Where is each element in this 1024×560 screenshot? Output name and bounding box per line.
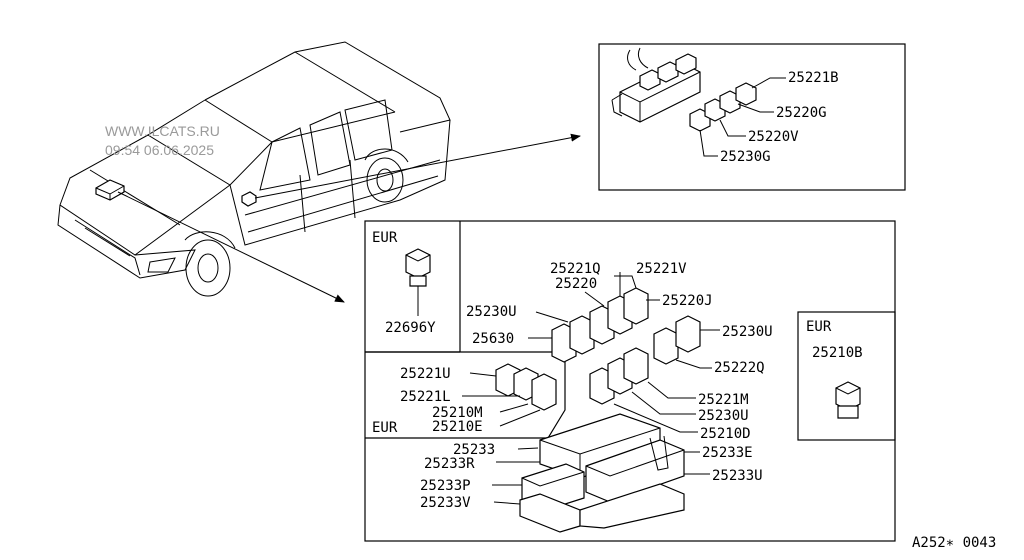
- label-25220: 25220: [555, 276, 597, 292]
- label-25220G: 25220G: [776, 105, 827, 121]
- eur-right-frame: [797, 311, 896, 441]
- label-25230G: 25230G: [720, 149, 771, 165]
- label-25221U: 25221U: [400, 366, 451, 382]
- label-25233: 25233: [453, 442, 495, 458]
- arrow-to-main-detail: [117, 191, 345, 303]
- label-25233R: 25233R: [424, 456, 475, 472]
- label-25230U-right: 25230U: [722, 324, 773, 340]
- diagram-code: A252∗ 0043: [912, 535, 996, 551]
- top-relay-bracket: [611, 47, 701, 123]
- label-25233E: 25233E: [702, 445, 753, 461]
- relay-cluster-middle: [589, 347, 649, 405]
- car-illustration: [57, 41, 451, 297]
- arrow-to-top-detail: [254, 133, 581, 199]
- label-25210E: 25210E: [432, 419, 483, 435]
- region-eur-top-left: EUR: [372, 230, 398, 246]
- label-25221Q: 25221Q: [550, 261, 601, 277]
- relay-25210B: [835, 381, 861, 419]
- region-eur-right: EUR: [806, 319, 832, 335]
- label-25230U-mid: 25230U: [698, 408, 749, 424]
- label-25221B: 25221B: [788, 70, 839, 86]
- relay-cluster-eur-bottom: [495, 363, 557, 411]
- label-25221M: 25221M: [698, 392, 749, 408]
- label-25230U-left: 25230U: [466, 304, 517, 320]
- relay-block-assembly: [519, 413, 685, 533]
- label-25221V: 25221V: [636, 261, 687, 277]
- label-25210B: 25210B: [812, 345, 863, 361]
- watermark-site: WWW.ILCATS.RU: [105, 123, 220, 139]
- top-detail-frame: [598, 43, 906, 191]
- region-eur-bottom-left: EUR: [372, 420, 398, 436]
- eur-bottom-left-frame: [365, 351, 566, 439]
- label-25220J: 25220J: [662, 293, 713, 309]
- label-25233U: 25233U: [712, 468, 763, 484]
- label-25210M: 25210M: [432, 405, 483, 421]
- label-22696Y: 22696Y: [385, 320, 436, 336]
- relay-pair-right: [653, 315, 701, 365]
- label-25630: 25630: [472, 331, 514, 347]
- relay-cluster-upper: [551, 287, 649, 363]
- label-25220V: 25220V: [748, 129, 799, 145]
- label-25210D: 25210D: [700, 426, 751, 442]
- top-small-relays: [689, 82, 757, 132]
- watermark-datetime: 09:54 06.06.2025: [105, 142, 214, 158]
- relay-22696Y: [405, 248, 431, 287]
- label-25233V: 25233V: [420, 495, 471, 511]
- label-25221L: 25221L: [400, 389, 451, 405]
- label-25222Q: 25222Q: [714, 360, 765, 376]
- label-25233P: 25233P: [420, 478, 471, 494]
